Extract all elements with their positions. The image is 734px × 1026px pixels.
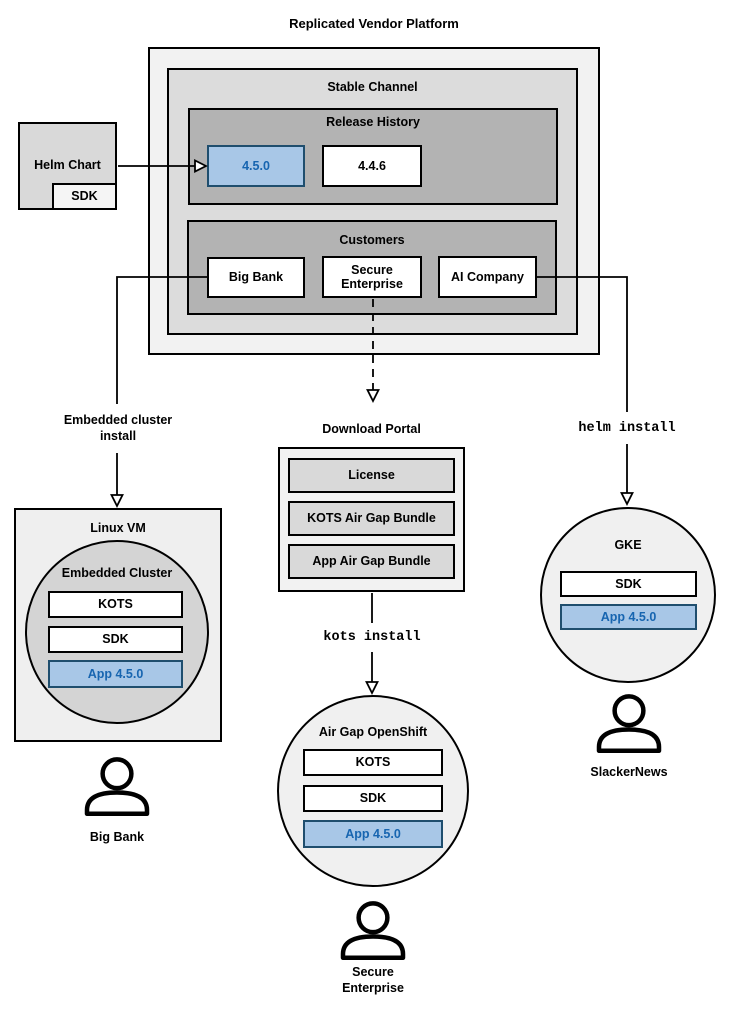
helm-chart-label: Helm Chart [34, 158, 101, 172]
customer-box-ai-company[interactable]: AI Company [438, 256, 537, 298]
arrow-down-icon [366, 389, 380, 404]
secure-enterprise-person-icon [343, 903, 403, 957]
linux-vm-sdk-box: SDK [48, 626, 183, 653]
kots-air-gap-bundle-box[interactable]: KOTS Air Gap Bundle [288, 501, 455, 536]
helm-install-label: helm install [578, 421, 676, 436]
gke-label: GKE [614, 538, 642, 552]
arrow-down-icon [365, 681, 379, 696]
helm-chart-sdk-box: SDK [52, 183, 117, 210]
openshift-sdk-box: SDK [303, 785, 443, 812]
slackernews-user-label: SlackerNews [590, 765, 668, 779]
gke-sdk-box: SDK [560, 571, 697, 597]
linux-vm-app-box: App 4.5.0 [48, 660, 183, 688]
linux-vm-kots-box: KOTS [48, 591, 183, 618]
app-air-gap-bundle-box[interactable]: App Air Gap Bundle [288, 544, 455, 579]
kots-install-label: kots install [323, 630, 421, 645]
customers-label: Customers [339, 233, 405, 247]
customer-box-secure-enterprise[interactable]: Secure Enterprise [322, 256, 422, 298]
stable-channel-label: Stable Channel [327, 80, 418, 94]
big-bank-person-icon [87, 759, 147, 813]
diagram-title: Replicated Vendor Platform [289, 16, 459, 31]
openshift-app-box: App 4.5.0 [303, 820, 443, 848]
release-box-450[interactable]: 4.5.0 [207, 145, 305, 187]
linux-vm-label: Linux VM [90, 521, 146, 535]
arrow-down-icon [110, 494, 124, 509]
arrow-down-icon [620, 492, 634, 507]
release-box-446[interactable]: 4.4.6 [322, 145, 422, 187]
download-portal-label: Download Portal [322, 422, 421, 436]
slackernews-person-icon [599, 696, 659, 750]
release-history-label: Release History [326, 115, 420, 129]
secure-enterprise-user-label: Secure Enterprise [342, 965, 404, 996]
gke-app-box: App 4.5.0 [560, 604, 697, 630]
openshift-kots-box: KOTS [303, 749, 443, 776]
customer-box-big-bank[interactable]: Big Bank [207, 257, 305, 298]
embedded-cluster-label: Embedded Cluster [61, 566, 173, 580]
air-gap-openshift-label: Air Gap OpenShift [318, 725, 428, 739]
embedded-cluster-install-label: Embedded cluster install [63, 413, 173, 444]
license-box[interactable]: License [288, 458, 455, 493]
big-bank-user-label: Big Bank [89, 830, 145, 844]
